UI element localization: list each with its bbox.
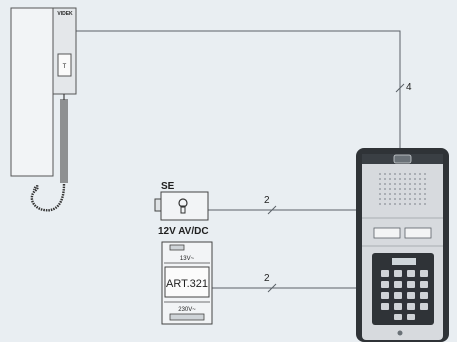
lock-keyhole-slot: [180, 205, 186, 214]
panel-led-indicator: [397, 330, 403, 336]
handset-button: [57, 53, 72, 77]
keypad-display: [392, 258, 416, 265]
psu-top-terminals: [169, 244, 185, 251]
handset-body: [10, 7, 54, 177]
wire-tick-2b: [267, 283, 277, 293]
lock-voltage: 12V AV/DC: [158, 226, 209, 237]
wire-tick-2a: [267, 205, 277, 215]
wire-tick-4: [395, 83, 405, 93]
speaker-grille: [379, 173, 426, 205]
handset-receiver: [52, 7, 77, 95]
wires: [74, 30, 405, 293]
camera-icon: [393, 154, 412, 164]
handset: T VIDEK: [10, 7, 77, 212]
wire-handset-to-panel: [74, 30, 401, 148]
keypad-keys: [381, 270, 428, 320]
psu-model: ART.321: [166, 278, 208, 290]
wire-count-lock: 2: [264, 195, 270, 206]
panel-nametag-left: [373, 227, 401, 239]
lock-keyhole-icon: [178, 198, 188, 208]
wire-count-handset: 4: [406, 82, 412, 93]
power-supply: 13V~ ART.321 230V~: [161, 241, 213, 325]
psu-bottom-terminals: [169, 313, 205, 321]
psu-input-label: 230V~: [178, 307, 196, 313]
handset-coil-loop: [30, 183, 66, 212]
electric-lock: SE 12V AV/DC: [154, 181, 209, 237]
handset-coil-cord: [60, 94, 68, 183]
wire-count-psu: 2: [264, 273, 270, 284]
panel-nametag-right: [404, 227, 432, 239]
handset-brand: VIDEK: [57, 11, 73, 17]
psu-face: [164, 266, 210, 298]
lock-name: SE: [161, 181, 175, 192]
lock-bolt: [154, 198, 162, 212]
psu-output-label: 13V~: [180, 256, 195, 262]
handset-button-label: T: [63, 64, 67, 70]
door-panel: [356, 148, 449, 342]
